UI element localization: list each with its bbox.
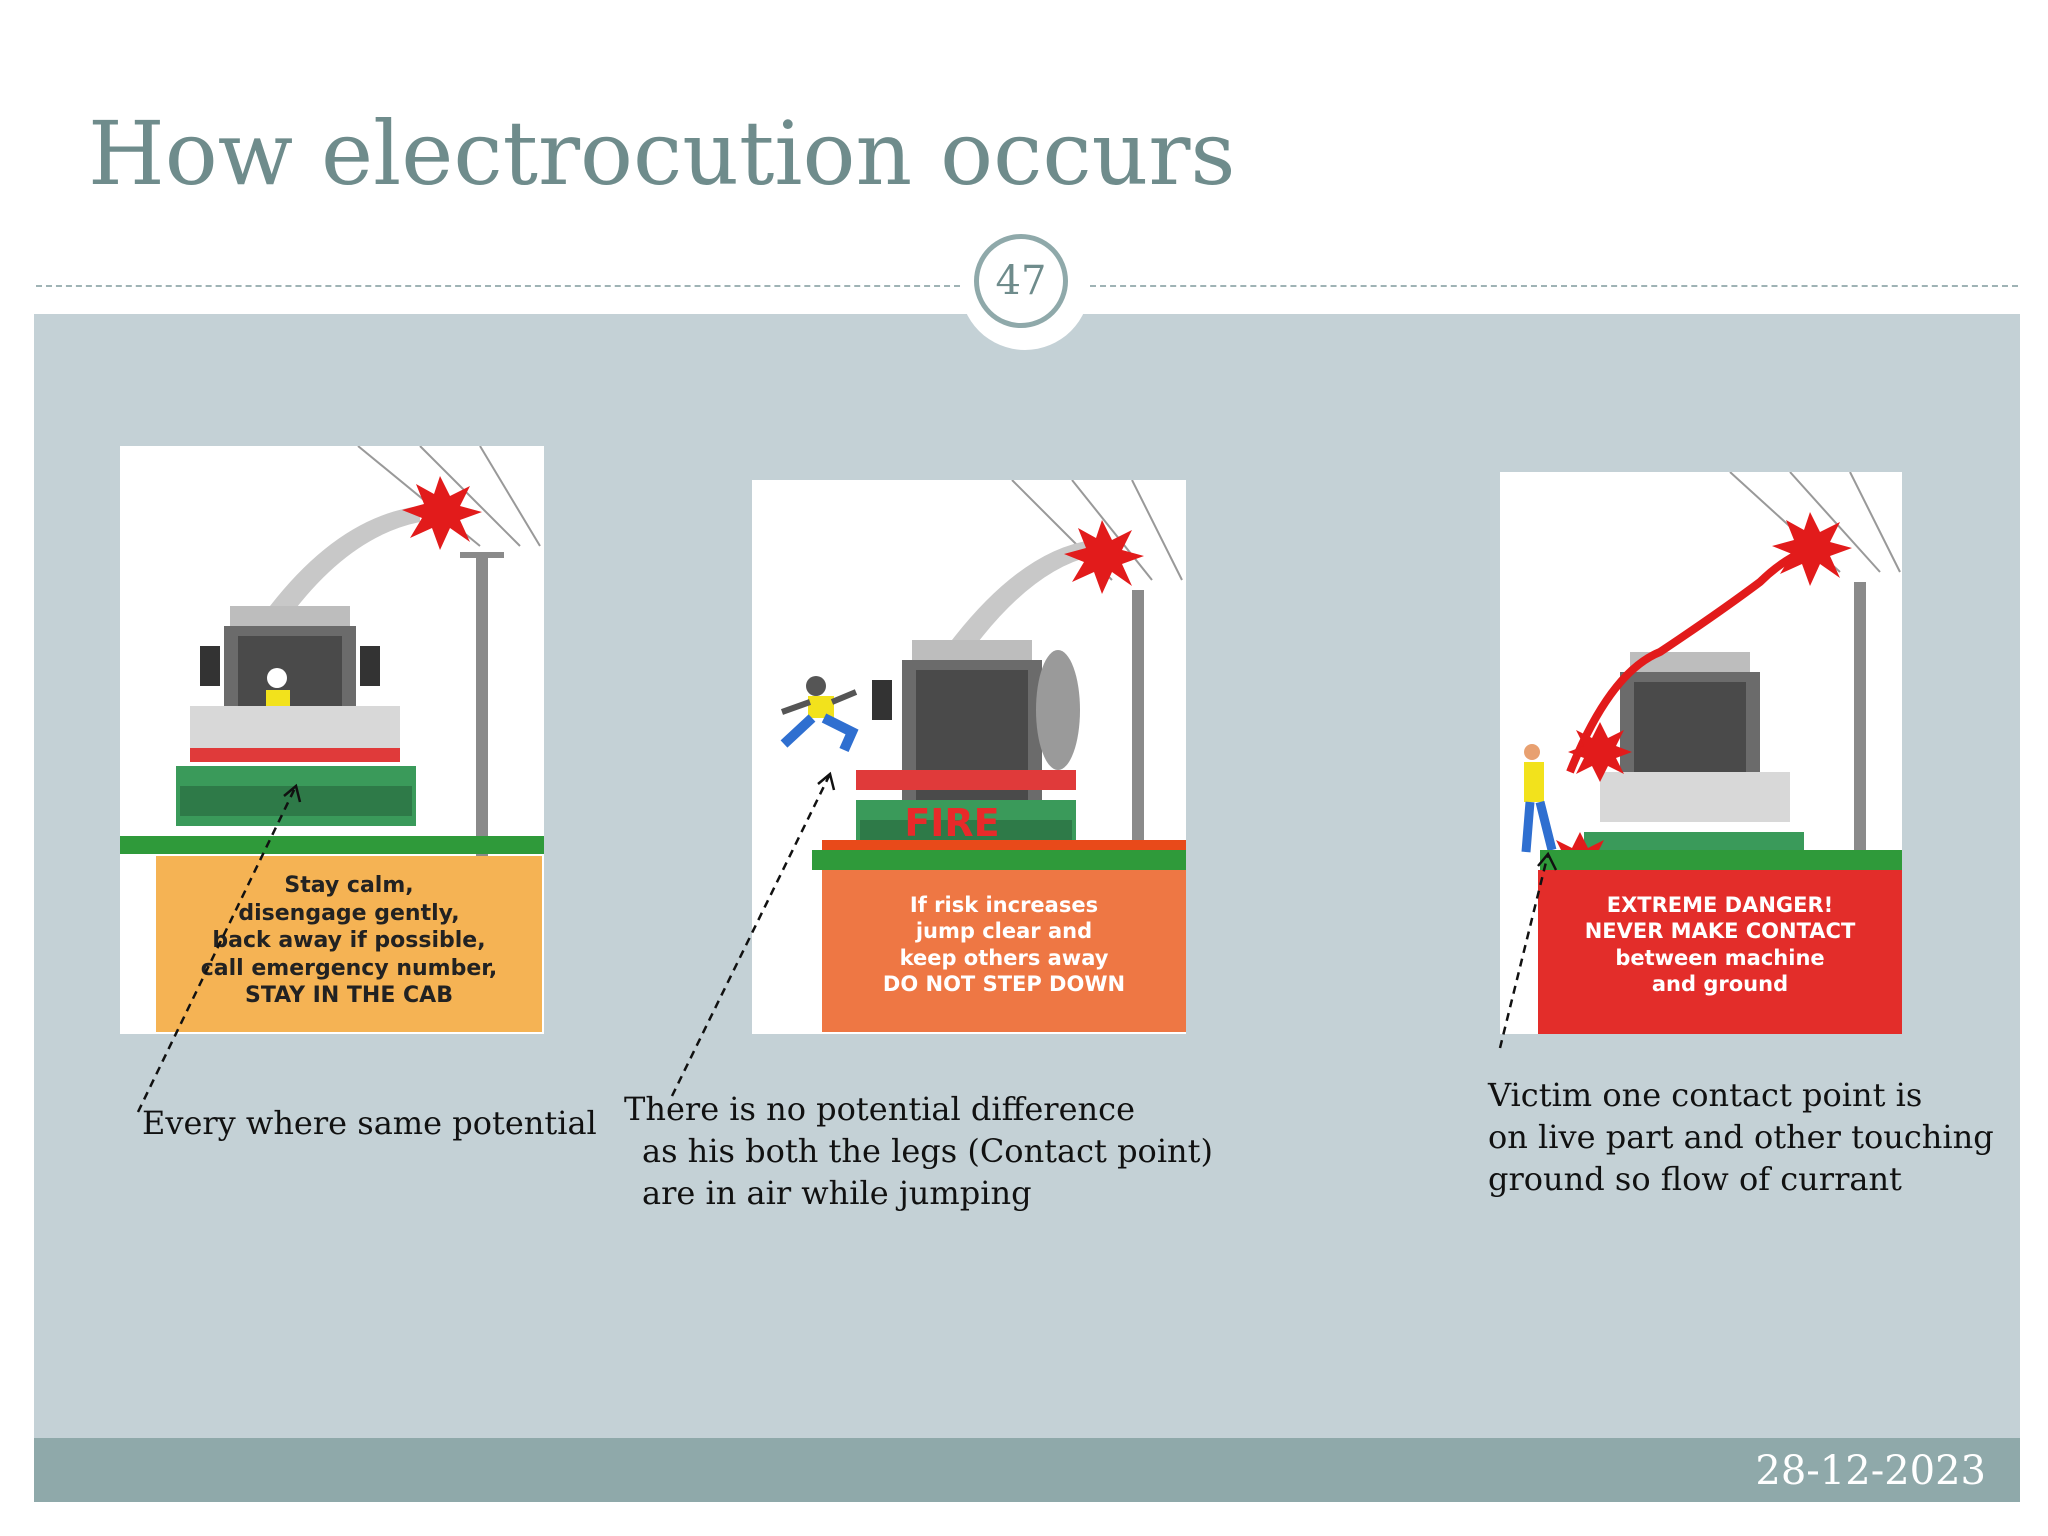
spark-icon: [1772, 512, 1852, 586]
sign-line: and ground: [1651, 971, 1789, 996]
sign-text-2: If risk increases jump clear and keep ot…: [822, 892, 1186, 997]
spark-icon: [1064, 520, 1144, 594]
sign-text-3: EXTREME DANGER! NEVER MAKE CONTACT betwe…: [1538, 892, 1902, 997]
sign-line: Stay calm,: [284, 873, 414, 898]
caption-line: are in air while jumping: [642, 1174, 1032, 1212]
sign-line: If risk increases: [909, 893, 1099, 917]
caption-line: as his both the legs (Contact point): [642, 1132, 1213, 1170]
illustration-stay-in-cab: Stay calm, disengage gently, back away i…: [120, 446, 544, 1034]
caption-line: ground so flow of currant: [1488, 1160, 1902, 1198]
divider-right: [1090, 285, 2018, 287]
caption-line: on live part and other touching: [1488, 1118, 1994, 1156]
arrow-3: [1498, 853, 1550, 1049]
footer-bar: [34, 1438, 2020, 1502]
caption-line: There is no potential difference: [624, 1090, 1135, 1128]
sign-text-1: Stay calm, disengage gently, back away i…: [156, 872, 542, 1010]
sign-line: back away if possible,: [212, 928, 486, 953]
sign-board-2: [822, 870, 1186, 1032]
caption-2: There is no potential difference as his …: [624, 1088, 1213, 1214]
spark-icon: [1568, 722, 1632, 782]
sign-line: NEVER MAKE CONTACT: [1584, 919, 1856, 944]
sign-line: disengage gently,: [238, 900, 460, 926]
footer-date: 28-12-2023: [1755, 1448, 1986, 1494]
sign-line: between machine: [1615, 945, 1825, 970]
harvester-graphic-1: [120, 446, 544, 886]
divider-left: [36, 285, 960, 287]
caption-1: Every where same potential: [142, 1102, 597, 1144]
sign-board-3: [1538, 870, 1902, 1034]
sign-line: call emergency number,: [200, 955, 498, 981]
sign-line: STAY IN THE CAB: [245, 983, 453, 1008]
arrow-2: [670, 773, 832, 1097]
sign-line: DO NOT STEP DOWN: [882, 971, 1126, 996]
caption-line: Every where same potential: [142, 1104, 597, 1142]
harvester-graphic-2: [780, 480, 1186, 960]
sign-line: keep others away: [899, 945, 1109, 970]
caption-3: Victim one contact point is on live part…: [1488, 1074, 1994, 1200]
slide-title: How electrocution occurs: [88, 102, 1236, 205]
fire-label: FIRE: [904, 801, 1000, 845]
illustration-extreme-danger: EXTREME DANGER! NEVER MAKE CONTACT betwe…: [1500, 472, 1902, 1034]
sign-line: jump clear and: [915, 919, 1093, 944]
page-number: 47: [974, 234, 1068, 328]
arrow-1: [136, 785, 298, 1113]
spark-icon: [402, 476, 482, 550]
sign-line: EXTREME DANGER!: [1606, 893, 1834, 917]
illustration-jump-clear: FIRE If risk increases jump clear and ke…: [752, 480, 1186, 1034]
caption-line: Victim one contact point is: [1488, 1076, 1923, 1114]
